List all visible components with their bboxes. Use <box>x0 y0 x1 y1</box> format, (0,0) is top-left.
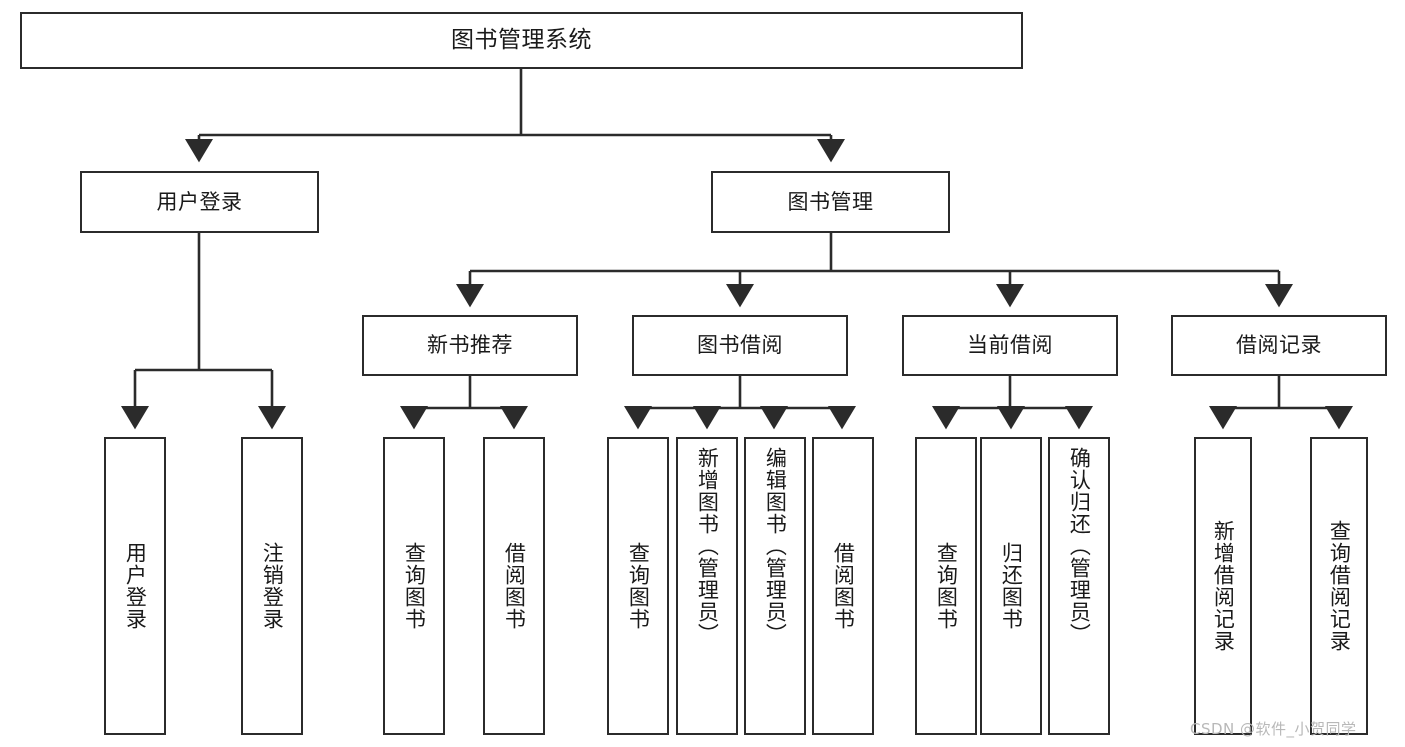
node-label: 查询图书 <box>934 542 959 630</box>
csdn-watermark: CSDN @软件_小贺同学 <box>1190 720 1357 738</box>
node-label: 借阅图书 <box>502 542 527 630</box>
node-borrowing-record[interactable]: 借阅记录 <box>1171 315 1387 376</box>
leaf-edit-book-admin[interactable]: 编辑图书（管理员） <box>744 437 806 735</box>
node-label: 新增图书（管理员） <box>695 447 720 645</box>
node-label: 查询借阅记录 <box>1327 520 1352 652</box>
node-book-management[interactable]: 图书管理 <box>711 171 950 233</box>
edges-new-book-to-leaves <box>399 376 529 430</box>
leaf-logout[interactable]: 注销登录 <box>241 437 303 735</box>
node-label: 归还图书 <box>999 542 1024 630</box>
node-label: 图书借阅 <box>697 333 783 357</box>
leaf-query-books-new[interactable]: 查询图书 <box>383 437 445 735</box>
leaf-borrow-books[interactable]: 借阅图书 <box>812 437 874 735</box>
node-label: 编辑图书（管理员） <box>763 447 788 645</box>
leaf-user-login[interactable]: 用户登录 <box>104 437 166 735</box>
node-label: 注销登录 <box>260 542 285 630</box>
leaf-confirm-return-admin[interactable]: 确认归还（管理员） <box>1048 437 1110 735</box>
node-label: 查询图书 <box>626 542 651 630</box>
node-book-borrowing[interactable]: 图书借阅 <box>632 315 848 376</box>
edges-user-login-to-leaves <box>120 233 287 430</box>
edges-book-manage-to-level3 <box>455 233 1294 308</box>
edges-book-borrow-to-leaves <box>623 376 857 430</box>
edges-borrow-record-to-leaves <box>1208 376 1354 430</box>
leaf-query-books-borrow[interactable]: 查询图书 <box>607 437 669 735</box>
leaf-return-books[interactable]: 归还图书 <box>980 437 1042 735</box>
leaf-query-books-current[interactable]: 查询图书 <box>915 437 977 735</box>
node-label: 新增借阅记录 <box>1211 520 1236 652</box>
leaf-add-book-admin[interactable]: 新增图书（管理员） <box>676 437 738 735</box>
leaf-borrow-books-new[interactable]: 借阅图书 <box>483 437 545 735</box>
node-label: 当前借阅 <box>967 333 1053 357</box>
node-label: 图书管理 <box>787 189 874 214</box>
node-label: 用户登录 <box>123 542 148 630</box>
node-label: 新书推荐 <box>427 333 513 357</box>
node-root-book-management-system[interactable]: 图书管理系统 <box>20 12 1023 69</box>
node-label: 查询图书 <box>402 542 427 630</box>
node-user-login[interactable]: 用户登录 <box>80 171 319 233</box>
node-label: 借阅记录 <box>1236 333 1322 357</box>
edges-root-to-level2 <box>184 69 846 163</box>
node-label: 确认归还（管理员） <box>1067 447 1092 645</box>
leaf-query-borrow-record[interactable]: 查询借阅记录 <box>1310 437 1368 735</box>
leaf-add-borrow-record[interactable]: 新增借阅记录 <box>1194 437 1252 735</box>
node-new-book-recommendation[interactable]: 新书推荐 <box>362 315 578 376</box>
node-label: 用户登录 <box>156 189 243 214</box>
edges-current-borrow-to-leaves <box>931 376 1094 430</box>
node-label: 借阅图书 <box>831 542 856 630</box>
node-current-borrowing[interactable]: 当前借阅 <box>902 315 1118 376</box>
node-label: 图书管理系统 <box>451 27 592 53</box>
